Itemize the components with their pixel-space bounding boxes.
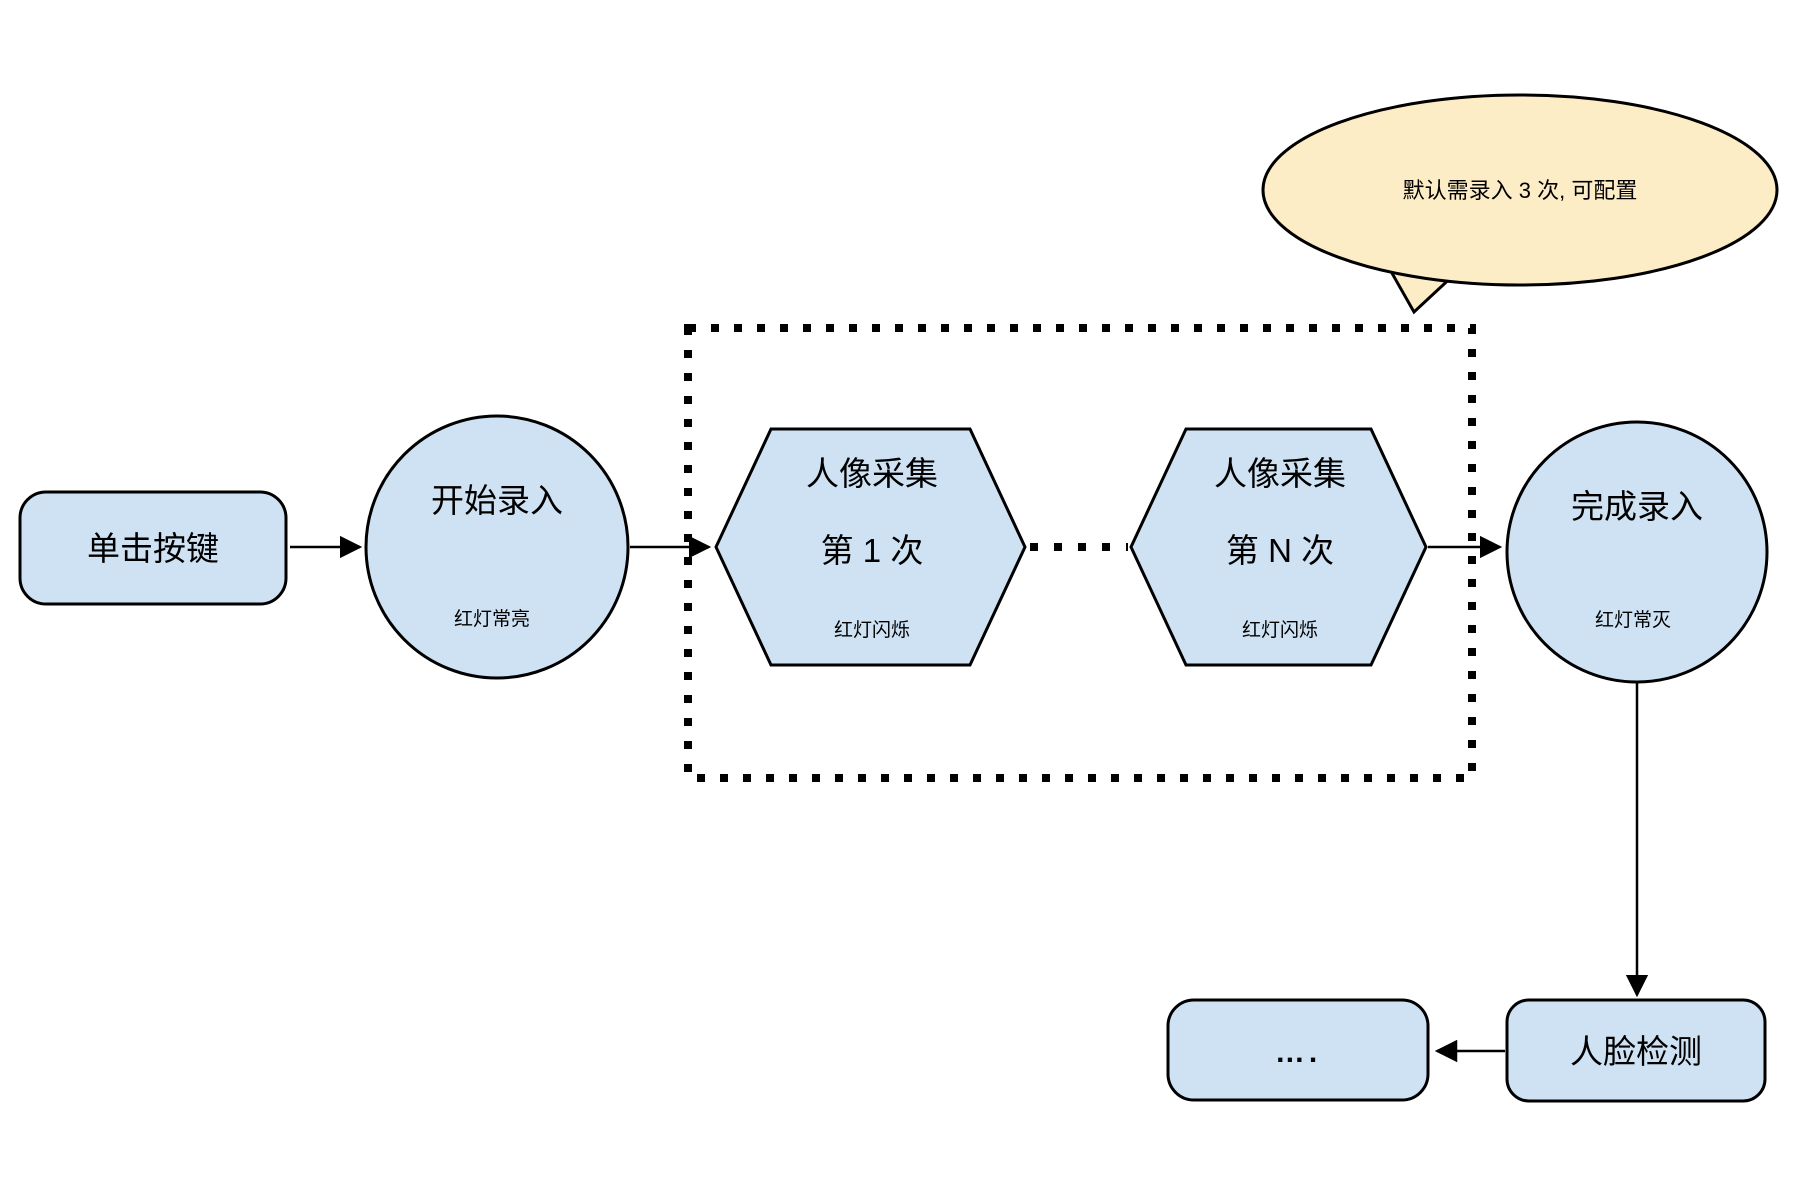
node-ellipsis: …. <box>1166 998 1430 1102</box>
capture-nth-line2: 第 N 次 <box>1226 532 1334 569</box>
ellipsis-label: …. <box>1275 1036 1321 1069</box>
capture-first-line1: 人像采集 <box>806 455 938 492</box>
node-capture-nth: 人像采集 第 N 次 红灯闪烁 <box>1129 427 1428 667</box>
callout-bubble: 默认需录入 3 次, 可配置 <box>1261 93 1779 315</box>
finish-record-shape <box>1505 420 1769 684</box>
start-record-status: 红灯常亮 <box>454 608 530 630</box>
capture-first-status: 红灯闪烁 <box>834 619 910 641</box>
finish-record-title: 完成录入 <box>1571 488 1703 525</box>
start-button-shape <box>18 490 288 606</box>
node-start-button: 单击按键 <box>18 490 288 606</box>
start-record-title: 开始录入 <box>431 482 563 519</box>
capture-nth-line1: 人像采集 <box>1214 455 1346 492</box>
face-detect-shape <box>1505 998 1767 1103</box>
finish-record-status: 红灯常灭 <box>1595 609 1671 631</box>
capture-first-line2: 第 1 次 <box>821 532 924 569</box>
capture-first-shape <box>714 427 1027 667</box>
node-finish-record: 完成录入 红灯常灭 <box>1505 420 1769 684</box>
ellipsis-shape <box>1166 998 1430 1102</box>
callout-ellipse <box>1261 93 1779 287</box>
dotted-group-border <box>684 324 1476 782</box>
capture-nth-shape <box>1129 427 1428 667</box>
start-record-shape <box>364 414 630 680</box>
node-face-detect: 人脸检测 <box>1505 998 1767 1103</box>
node-start-record: 开始录入 红灯常亮 <box>364 414 630 680</box>
start-button-label: 单击按键 <box>87 530 219 567</box>
capture-nth-status: 红灯闪烁 <box>1242 619 1318 641</box>
callout-text: 默认需录入 3 次, 可配置 <box>1403 178 1638 203</box>
node-capture-first: 人像采集 第 1 次 红灯闪烁 <box>714 427 1027 667</box>
face-detect-label: 人脸检测 <box>1570 1033 1702 1070</box>
